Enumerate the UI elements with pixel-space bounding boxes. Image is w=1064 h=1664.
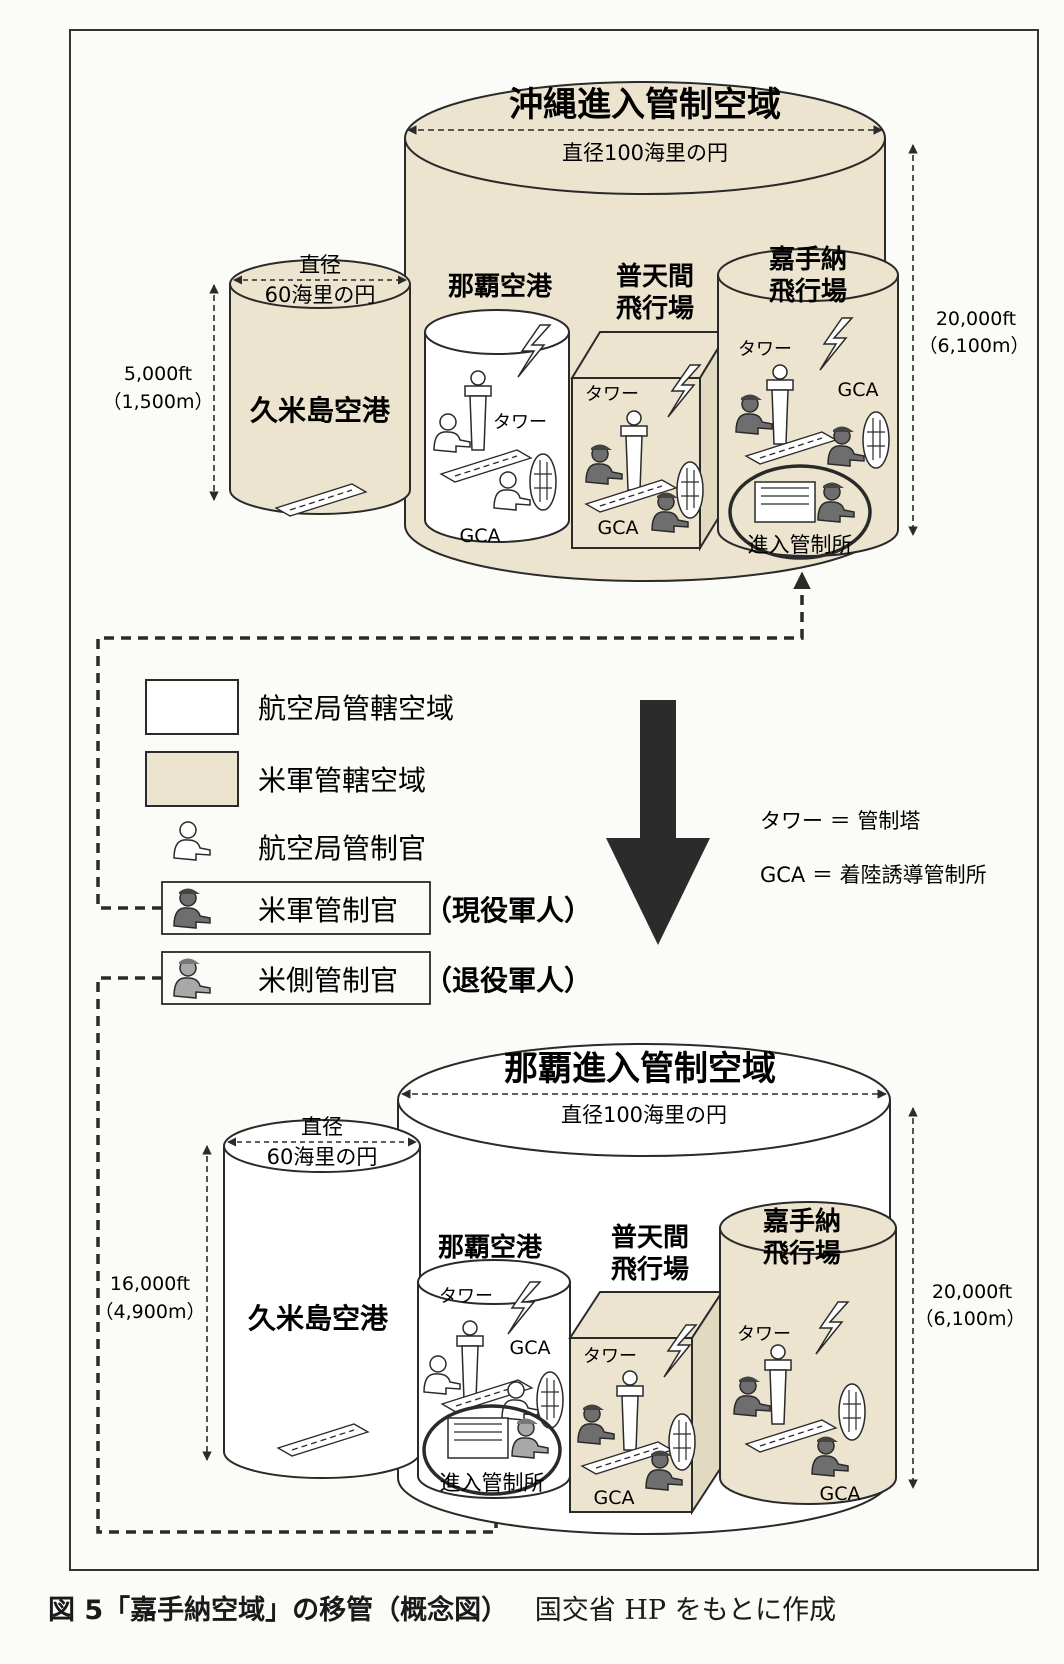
legend-us-controller-box [161,881,431,935]
bottom-approach-console [447,1417,509,1459]
bottom-kadena-cylinder-body [719,1227,897,1505]
bottom-kume-height-m: （4,900m） [95,1301,206,1323]
top-main-height-m: （6,100m） [919,335,1030,357]
bottom-kume-height-ft: 16,000ft [110,1273,190,1295]
bottom-kadena-label-1: 嘉手納 [763,1206,841,1237]
top-main-cylinder-top [404,81,886,195]
caption-title: 図 5「嘉手納空域」の移管（概念図） [48,1595,509,1626]
bottom-diagram: 那覇進入管制空域 直径100海里の円 20,000ft （6,100m） 直径 … [95,1043,1026,1535]
top-kadena-cylinder-top [717,248,899,302]
bottom-kume-cylinder-body [223,1145,421,1479]
legend-us-side-controller-note: （退役軍人） [424,964,592,997]
top-futenma-label-2: 飛行場 [616,293,694,324]
legend-us-controller-note: （現役軍人） [424,894,592,927]
legend: 航空局管轄空域 米軍管轄空域 航空局管制官 米軍管制官 （現役軍人） 米側管制官… [145,679,987,1005]
legend-jcab-airspace: 航空局管轄空域 [258,692,454,725]
top-kume-cylinder-body [229,283,411,515]
legend-def-gca: GCA ＝ 着陸誘導管制所 [760,863,987,887]
legend-def-tower: タワー ＝ 管制塔 [760,809,920,833]
legend-jcab-controller-icon [173,821,211,861]
connector-top-to-us-controller [96,571,811,910]
top-naha-gca-label: GCA [460,525,501,547]
legend-us-swatch [145,751,239,807]
bottom-approach-ring [422,1404,562,1496]
top-kadena-gca-label: GCA [838,379,879,401]
top-naha-tower-label: タワー [493,412,547,433]
top-kadena-gca-radar [862,411,890,469]
top-kadena-label-2: 飛行場 [769,276,847,307]
top-main-title: 沖縄進入管制空域 [509,85,781,125]
bottom-main-diameter-label: 直径100海里の円 [561,1103,727,1127]
bottom-main-cylinder-top [397,1043,891,1157]
bottom-main-height-m: （6,100m） [915,1308,1026,1330]
top-naha-gca-radar [529,453,557,511]
bottom-kume-diameter-1: 直径 [301,1115,343,1139]
top-main-diameter-label: 直径100海里の円 [562,141,728,165]
bottom-futenma-gca-radar [668,1413,696,1471]
bottom-kume-label: 久米島空港 [248,1302,389,1335]
legend-jcab-swatch [145,679,239,735]
top-kume-diameter-1: 直径 [299,253,341,277]
bottom-futenma-tower-label: タワー [583,1346,637,1367]
legend-us-side-controller-box [161,951,431,1005]
bottom-kadena-gca-radar [838,1383,866,1441]
bottom-main-title: 那覇進入管制空域 [504,1049,776,1089]
top-futenma-gca-radar [676,461,704,519]
top-kadena-label-1: 嘉手納 [769,244,847,275]
figure-frame [69,29,1039,1571]
top-futenma-gca-label: GCA [598,517,639,539]
top-naha-label: 那覇空港 [448,271,553,302]
top-approach-ring [728,464,872,560]
bottom-kadena-gca-label: GCA [820,1483,861,1505]
bottom-naha-gca-label: GCA [510,1337,551,1359]
bottom-kadena-cylinder-top [719,1201,897,1255]
top-kume-diameter-2: 60海里の円 [265,283,376,307]
top-main-height-ft: 20,000ft [936,308,1016,330]
top-futenma-label-1: 普天間 [616,261,694,292]
bottom-kadena-tower-label: タワー [737,1324,791,1345]
bottom-naha-cylinder-top [417,1259,571,1305]
legend-us-controller-icon [173,887,211,929]
legend-jcab-controller: 航空局管制官 [258,832,426,865]
caption-source: 国交省 HP をもとに作成 [534,1595,837,1626]
top-kume-label: 久米島空港 [250,394,391,427]
legend-us-controller: 米軍管制官 [258,894,398,927]
top-futenma-tower-label: タワー [585,384,639,405]
figure-caption: 図 5「嘉手納空域」の移管（概念図） 国交省 HP をもとに作成 [48,1588,836,1627]
top-approach-console [754,481,816,523]
bottom-naha-label: 那覇空港 [438,1232,543,1263]
bottom-naha-tower-label: タワー [439,1286,493,1307]
bottom-kadena-label-2: 飛行場 [763,1238,841,1269]
top-naha-cylinder-top [424,309,570,355]
top-approach-label: 進入管制所 [748,533,853,557]
transition-arrow [606,700,710,945]
bottom-futenma-gca-label: GCA [594,1487,635,1509]
top-kume-height-ft: 5,000ft [124,363,192,385]
bottom-futenma-label-1: 普天間 [611,1222,689,1253]
top-kadena-tower-label: タワー [738,339,792,360]
bottom-kume-diameter-2: 60海里の円 [267,1145,378,1169]
bottom-futenma-label-2: 飛行場 [611,1254,689,1285]
legend-us-side-controller-icon [173,957,211,999]
top-diagram: 沖縄進入管制空域 直径100海里の円 20,000ft （6,100m） 直径 … [103,81,1030,582]
bottom-approach-label: 進入管制所 [440,1471,545,1495]
legend-us-side-controller: 米側管制官 [258,964,398,997]
top-kume-height-m: （1,500m） [103,391,214,413]
bottom-main-height-ft: 20,000ft [932,1281,1012,1303]
legend-us-airspace: 米軍管轄空域 [258,764,426,797]
